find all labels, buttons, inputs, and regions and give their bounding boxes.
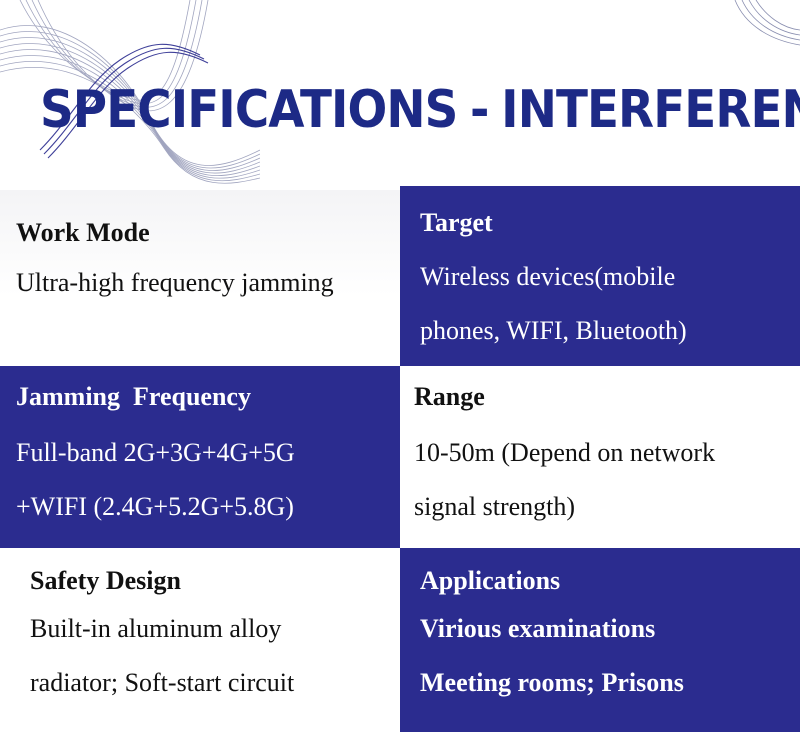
applications-label: Applications — [420, 566, 561, 595]
spec-cell-work-mode: Work Mode Ultra-high frequency jamming — [0, 190, 400, 366]
target-value-line-2: phones, WIFI, Bluetooth) — [420, 316, 687, 345]
spec-cell-safety-design: Safety Design Built-in aluminum alloy ra… — [0, 548, 400, 732]
spec-cell-applications: Applications Virious examinations Meetin… — [400, 548, 800, 732]
title-part-specifications: SPECIFICATIONS — [40, 80, 458, 140]
work-mode-value: Ultra-high frequency jamming — [16, 268, 334, 297]
safety-design-line-1: Built-in aluminum alloy — [30, 614, 282, 643]
title-part-interference: INTERFERENCE — [501, 80, 800, 140]
range-line-1: 10-50m (Depend on network — [414, 438, 716, 467]
range-line-2: signal strength) — [414, 492, 576, 521]
applications-line-1: Virious examinations — [420, 614, 656, 643]
spec-cell-range: Range 10-50m (Depend on network signal s… — [400, 366, 800, 548]
wave-lines-decoration — [0, 0, 260, 184]
page-title: SPECIFICATIONS-INTERFERENCE — [40, 78, 800, 142]
spec-cell-jamming-frequency: Jamming Frequency Full-band 2G+3G+4G+5G … — [0, 366, 400, 548]
target-label: Target — [420, 208, 493, 237]
range-label: Range — [414, 382, 485, 411]
jamming-frequency-line-1: Full-band 2G+3G+4G+5G — [16, 438, 295, 467]
safety-design-label: Safety Design — [30, 566, 181, 595]
spec-cell-target: Target Wireless devices(mobile phones, W… — [400, 186, 800, 366]
jamming-frequency-label: Jamming Frequency — [16, 382, 251, 411]
applications-line-2: Meeting rooms; Prisons — [420, 668, 684, 697]
jamming-frequency-line-2: +WIFI (2.4G+5.2G+5.8G) — [16, 492, 294, 521]
target-value-line-1: Wireless devices(mobile — [420, 262, 676, 291]
safety-design-line-2: radiator; Soft-start circuit — [30, 668, 295, 697]
work-mode-label: Work Mode — [16, 218, 150, 247]
corner-lines-decoration — [734, 0, 800, 46]
title-separator: - — [470, 80, 489, 140]
